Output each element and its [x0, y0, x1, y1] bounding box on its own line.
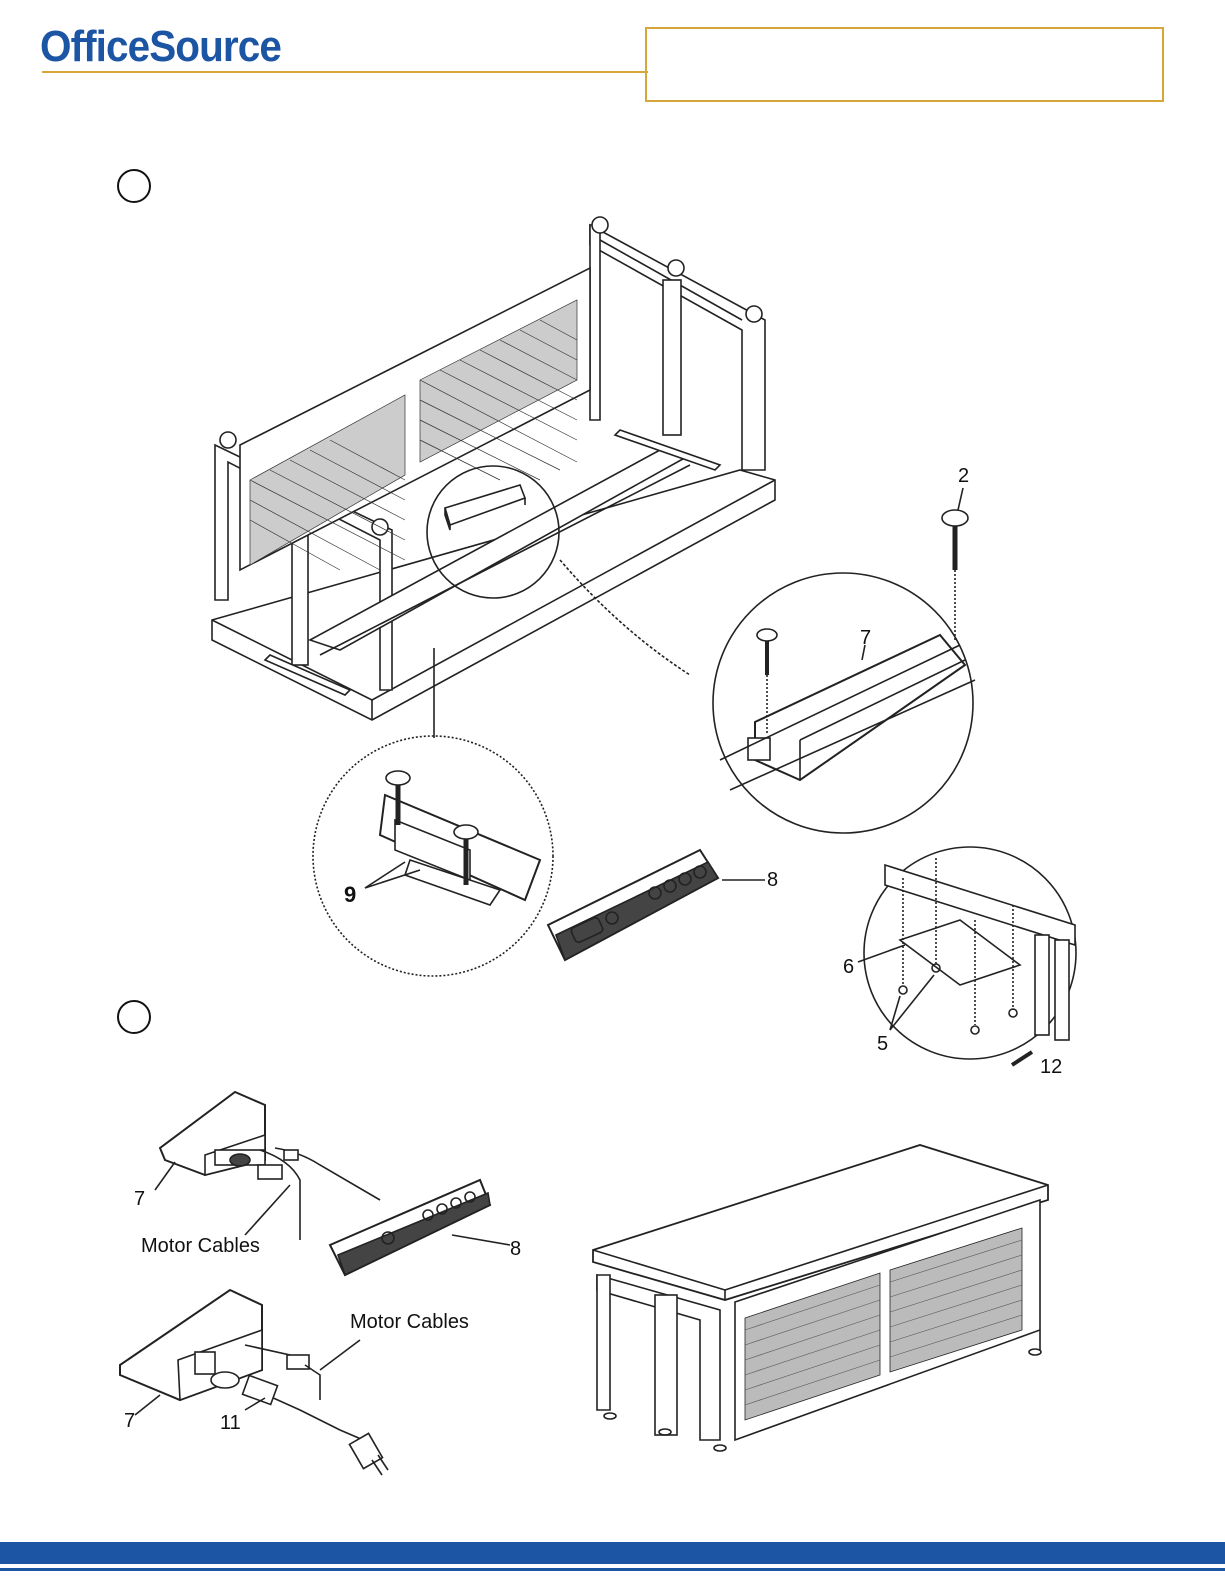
callout-8-top: 8: [767, 870, 778, 890]
motor-cables-label-2: Motor Cables: [350, 1312, 469, 1332]
callout-7-bottom: 7: [124, 1411, 135, 1431]
callout-7-top: 7: [860, 628, 871, 648]
callout-5: 5: [877, 1034, 888, 1054]
control-box-icon: [445, 485, 525, 530]
assembled-desk-illustration: [593, 1145, 1048, 1451]
callout-12: 12: [1040, 1057, 1062, 1077]
footer-rule: [0, 1568, 1225, 1571]
callout-6: 6: [843, 957, 854, 977]
callout-2: 2: [958, 466, 969, 486]
footer-bar: [0, 1542, 1225, 1564]
callout-7-mid: 7: [134, 1189, 145, 1209]
desk-frame-illustration: [212, 217, 775, 738]
callout-9: 9: [344, 884, 356, 906]
motor-cables-label-1: Motor Cables: [141, 1236, 260, 1256]
controller-icon: [380, 795, 540, 905]
callout-8-mid: 8: [510, 1239, 521, 1259]
power-plug-icon: [242, 1375, 388, 1475]
callout-11: 11: [220, 1413, 241, 1433]
